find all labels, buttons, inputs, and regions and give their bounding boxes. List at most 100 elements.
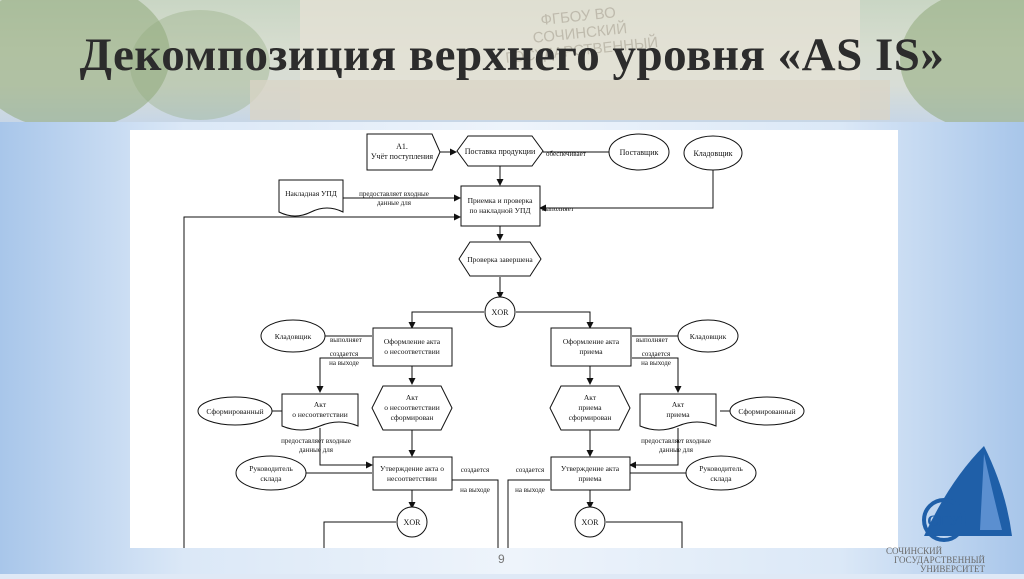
node-approve-accept-line2: приема — [578, 474, 602, 483]
node-act-accept-event-line1: Акт — [584, 393, 597, 402]
edge-keeper-receive — [539, 170, 714, 212]
edge-approve-right-out — [507, 479, 550, 548]
label-created-left-1: создается — [330, 350, 359, 358]
node-supply-label: Поставка продукции — [465, 147, 536, 156]
logo-caption-1: СОЧИНСКИЙ — [886, 546, 943, 556]
node-act-mismatch-event-shape — [371, 385, 453, 431]
node-head-left-shape — [235, 455, 307, 491]
node-upd-doc-label: Накладная УПД — [285, 189, 337, 198]
diagram-panel: А1.Учёт поступления Поставка продукции П… — [130, 130, 898, 548]
node-formed-left-shape — [197, 396, 273, 426]
node-head-left-line2: склада — [260, 474, 282, 483]
node-a1-line2: Учёт поступления — [371, 152, 434, 161]
node-check-shape — [458, 241, 542, 277]
node-head-right-line2: склада — [710, 474, 732, 483]
node-head-right-line1: Руководитель — [699, 464, 743, 473]
process-diagram: А1.Учёт поступления Поставка продукции П… — [183, 133, 805, 548]
node-keeper-right-label: Кладовщик — [690, 332, 727, 341]
node-xor-top-label: XOR — [492, 308, 510, 317]
label-performs-left: выполняет — [330, 336, 362, 344]
node-head-right-shape — [685, 455, 757, 491]
node-xor-left-shape — [396, 506, 428, 538]
node-formed-right-label: Сформированный — [738, 407, 795, 416]
edge-doc-right-approve — [629, 428, 679, 469]
node-act-mismatch-doc-shape — [281, 393, 359, 431]
logo-caption-2: ГОСУДАРСТВЕННЫЙ — [894, 555, 986, 565]
edge-approve-left-out — [452, 479, 499, 548]
node-upd-doc-shape — [278, 179, 344, 217]
edge-xor-left — [408, 311, 484, 329]
building-base — [250, 80, 890, 120]
node-supplier-shape — [608, 133, 670, 171]
node-act-mismatch-event-line2: о несоответствии — [384, 403, 440, 412]
edge-doc-left-approve — [319, 428, 373, 469]
node-keeper-top-shape — [683, 135, 743, 171]
node-a1-shape — [366, 133, 441, 171]
node-act-mismatch-doc-line2: о несоответствии — [292, 410, 348, 419]
header-background-photo: ФГБОУ ВО СОЧИНСКИЙ ГОСУДАРСТВЕННЫЙ — [0, 0, 1024, 130]
node-act-accept-doc-line2: приема — [666, 410, 690, 419]
logo-caption-3: УНИВЕРСИТЕТ — [920, 564, 985, 574]
label-input-right-2: данные для — [659, 446, 694, 454]
label-created-bottom-right-1: создается — [516, 466, 545, 474]
node-receive-shape — [460, 185, 541, 227]
label-input-left-2: данные для — [299, 446, 334, 454]
slide-title: Декомпозиция верхнего уровня «AS IS» — [79, 29, 945, 81]
node-act-accept-doc-line1: Акт — [672, 400, 685, 409]
node-supply-shape — [456, 135, 544, 167]
node-approve-mismatch-line2: несоответствии — [387, 474, 437, 483]
label-performs-right: выполняет — [636, 336, 668, 344]
node-check-label: Проверка завершена — [467, 255, 533, 264]
node-receive-line1: Приемка и проверка — [468, 196, 533, 205]
label-performs: выполняет — [542, 205, 574, 213]
node-act-mismatch-event-line3: сформирован — [391, 413, 434, 422]
node-act-accept-fn-shape — [550, 327, 632, 367]
edge-xor-left-branch — [323, 521, 396, 548]
logo-ring — [922, 498, 966, 542]
edge-loop-back — [183, 213, 461, 548]
svg-text:А1.Учёт поступления: А1.Учёт поступления — [371, 142, 434, 161]
edge-fn-left-doc — [316, 357, 372, 393]
node-xor-right-shape — [574, 506, 606, 538]
node-a1-line1: А1. — [396, 142, 408, 151]
node-xor-left-label: XOR — [404, 518, 422, 527]
node-act-mismatch-fn-shape — [372, 327, 453, 367]
label-provides: обеспечивает — [546, 150, 586, 158]
label-input-left-1: предоставляет входные — [281, 437, 351, 445]
node-approve-mismatch-shape — [372, 456, 453, 491]
node-act-accept-event-shape — [549, 385, 631, 431]
tree-left-2 — [130, 10, 270, 120]
node-head-left-line1: Руководитель — [249, 464, 293, 473]
label-created-right-2: на выходе — [641, 359, 671, 367]
node-keeper-left-label: Кладовщик — [275, 332, 312, 341]
label-input-right-1: предоставляет входные — [641, 437, 711, 445]
node-supplier-label: Поставщик — [620, 148, 659, 157]
node-approve-accept-shape — [550, 456, 631, 491]
node-act-mismatch-fn-line1: Оформление акта — [384, 337, 441, 346]
label-created-bottom-right-2: на выходе — [515, 486, 545, 494]
label-created-left-2: на выходе — [329, 359, 359, 367]
label-created-bottom-left-1: создается — [461, 466, 490, 474]
node-formed-right-shape — [729, 396, 805, 426]
node-formed-left-label: Сформированный — [206, 407, 263, 416]
node-act-mismatch-event-line1: Акт — [406, 393, 419, 402]
logo-mark-text: СГУ — [927, 513, 961, 530]
node-act-mismatch-doc-line1: Акт — [314, 400, 327, 409]
node-act-accept-doc-shape — [639, 393, 717, 431]
label-input-line2: данные для — [377, 199, 412, 207]
